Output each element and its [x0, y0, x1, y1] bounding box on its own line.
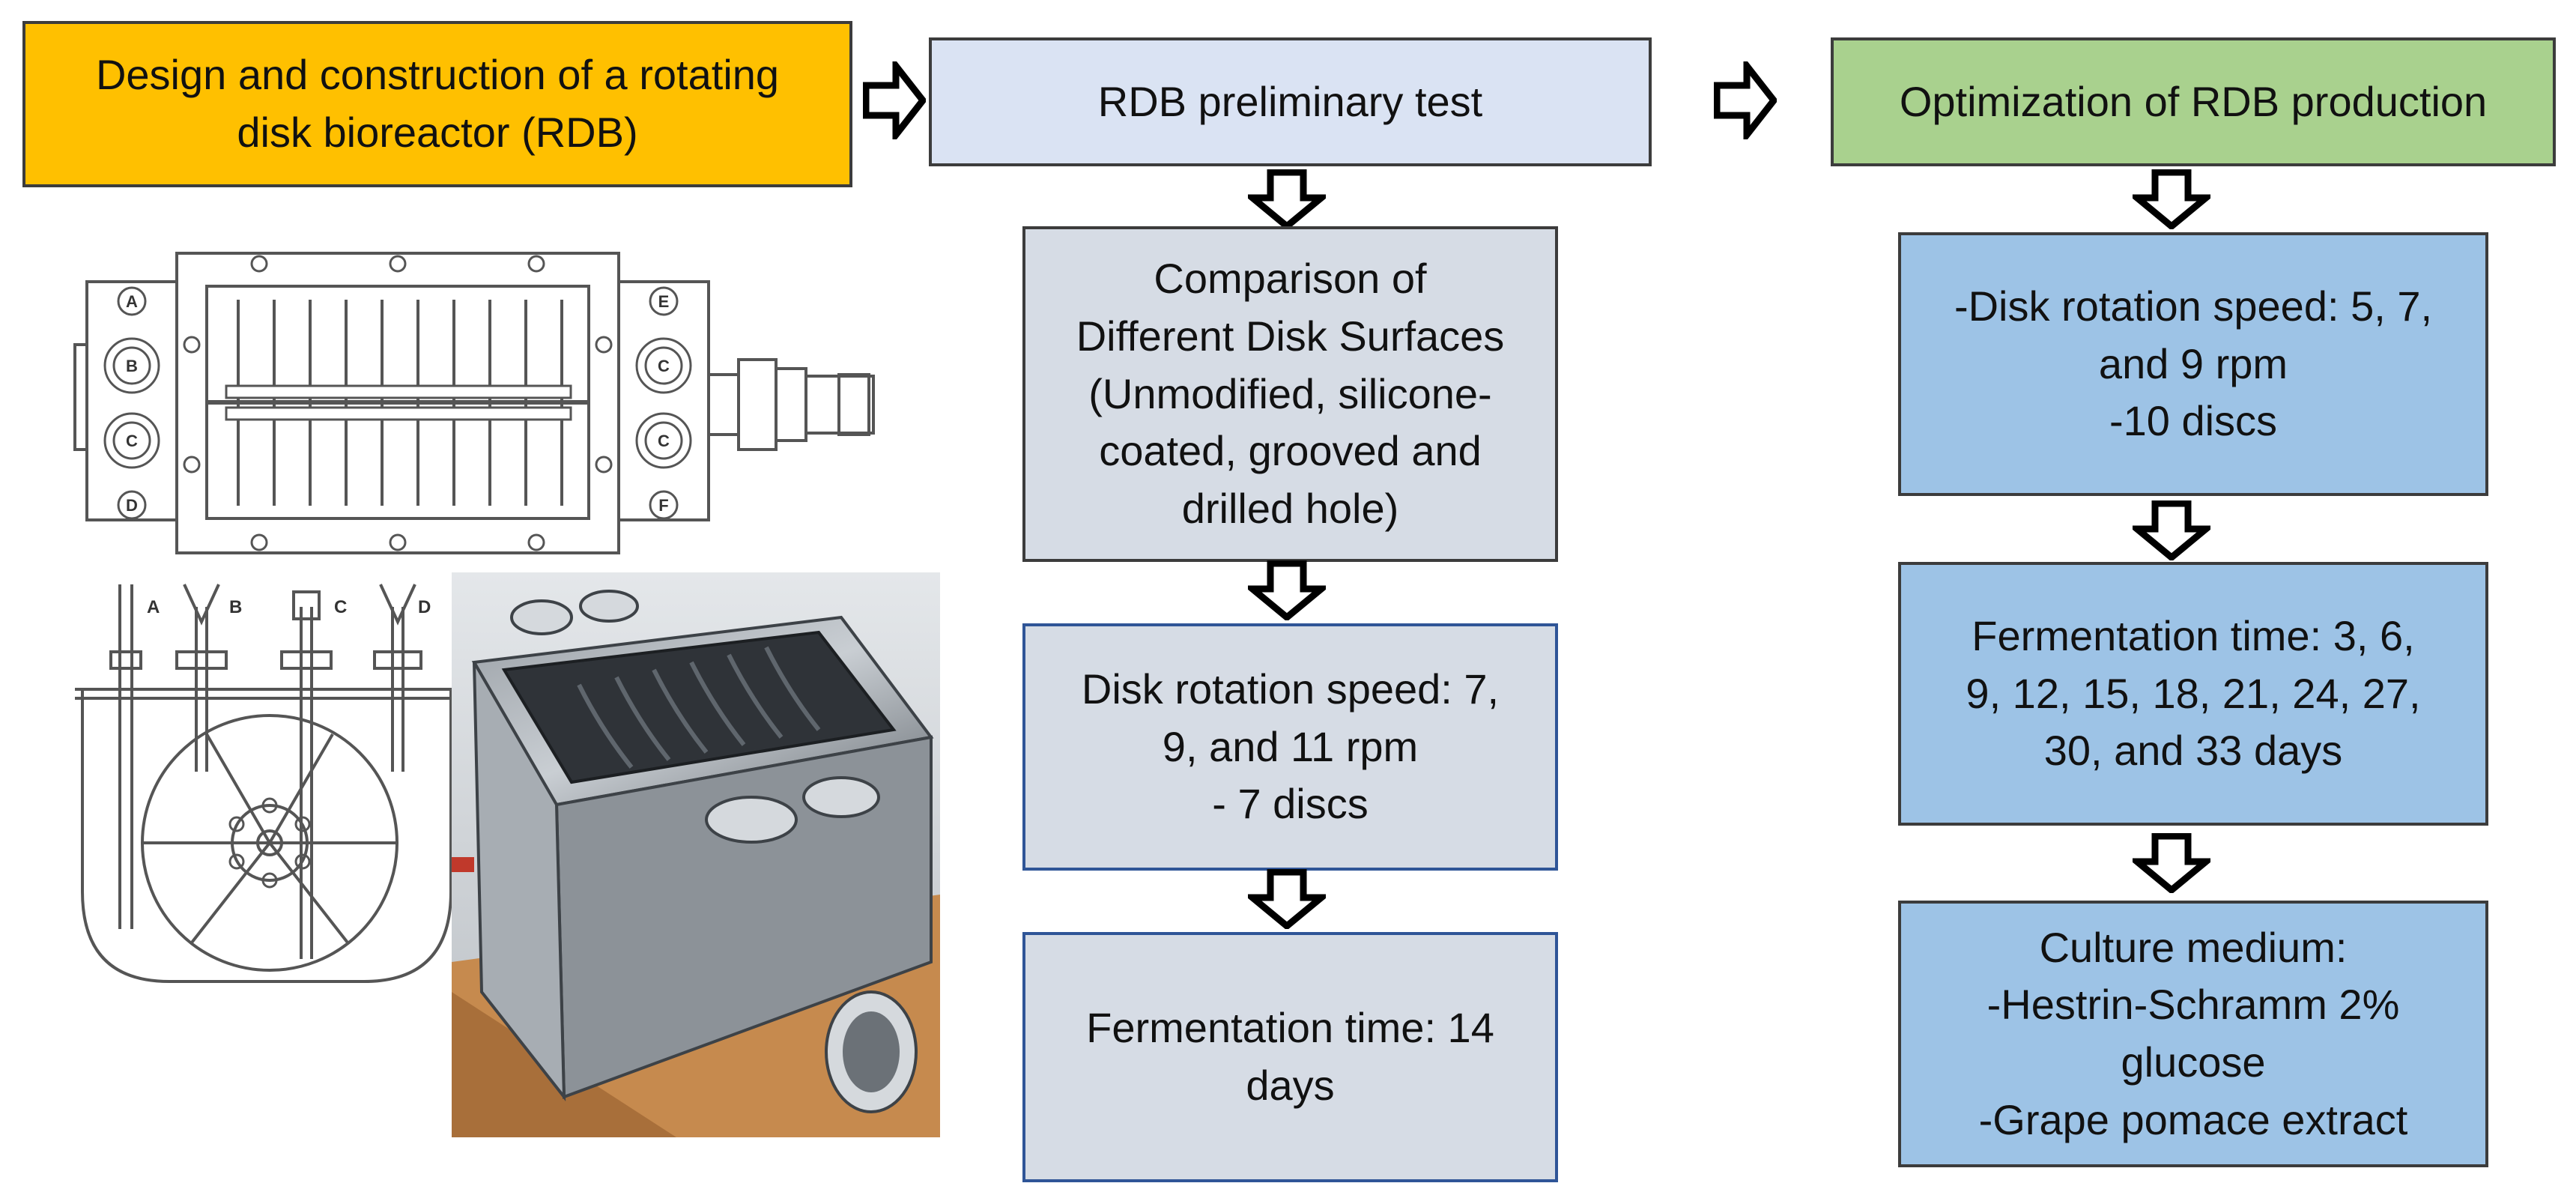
port-label: D — [126, 496, 138, 515]
optimization-time-box: Fermentation time: 3, 6, 9, 12, 15, 18, … — [1898, 562, 2488, 826]
down-arrow-icon — [1248, 560, 1326, 620]
down-arrow-icon — [2133, 169, 2210, 229]
port-label: C — [658, 432, 670, 450]
bioreactor-photo — [452, 572, 940, 1137]
port-label: A — [147, 597, 160, 617]
port-label: F — [658, 496, 668, 515]
design-construction-box: Design and construction of a rotating di… — [22, 21, 852, 187]
down-arrow-icon — [2133, 833, 2210, 893]
optimization-time-label: Fermentation time: 3, 6, 9, 12, 15, 18, … — [1966, 611, 2421, 775]
down-arrow-icon — [1248, 869, 1326, 929]
preliminary-speed-box: Disk rotation speed: 7, 9, and 11 rpm - … — [1022, 623, 1558, 871]
preliminary-time-label: Fermentation time: 14 days — [1086, 1004, 1494, 1109]
right-arrow-icon — [863, 61, 926, 139]
culture-medium-label: Culture medium: -Hestrin-Schramm 2% gluc… — [1978, 923, 2408, 1143]
culture-medium-box: Culture medium: -Hestrin-Schramm 2% gluc… — [1898, 901, 2488, 1167]
optimization-label: Optimization of RDB production — [1899, 77, 2488, 125]
down-arrow-icon — [2133, 500, 2210, 560]
port-label: D — [418, 597, 431, 617]
preliminary-test-label: RDB preliminary test — [1097, 77, 1483, 125]
preliminary-speed-label: Disk rotation speed: 7, 9, and 11 rpm - … — [1081, 665, 1500, 828]
preliminary-test-box: RDB preliminary test — [929, 37, 1652, 166]
port-label: B — [126, 357, 138, 375]
down-arrow-icon — [1248, 169, 1326, 229]
design-construction-label: Design and construction of a rotating di… — [95, 51, 780, 156]
port-label: C — [126, 432, 138, 450]
disk-surfaces-label: Comparison of Different Disk Surfaces (U… — [1076, 255, 1505, 533]
right-arrow-icon — [1714, 61, 1777, 139]
optimization-speed-label: -Disk rotation speed: 5, 7, and 9 rpm -1… — [1954, 282, 2433, 445]
port-label: B — [229, 597, 242, 617]
port-label: C — [334, 597, 347, 617]
port-label: E — [658, 292, 670, 311]
port-label: C — [658, 357, 670, 375]
port-label: A — [126, 292, 138, 311]
optimization-speed-box: -Disk rotation speed: 5, 7, and 9 rpm -1… — [1898, 232, 2488, 496]
disk-surfaces-box: Comparison of Different Disk Surfaces (U… — [1022, 226, 1558, 562]
bioreactor-top-view-drawing: A B C D E C C F — [73, 252, 875, 554]
optimization-box: Optimization of RDB production — [1831, 37, 2556, 166]
preliminary-time-box: Fermentation time: 14 days — [1022, 932, 1558, 1182]
bioreactor-side-view-drawing: A B C D — [75, 584, 458, 983]
